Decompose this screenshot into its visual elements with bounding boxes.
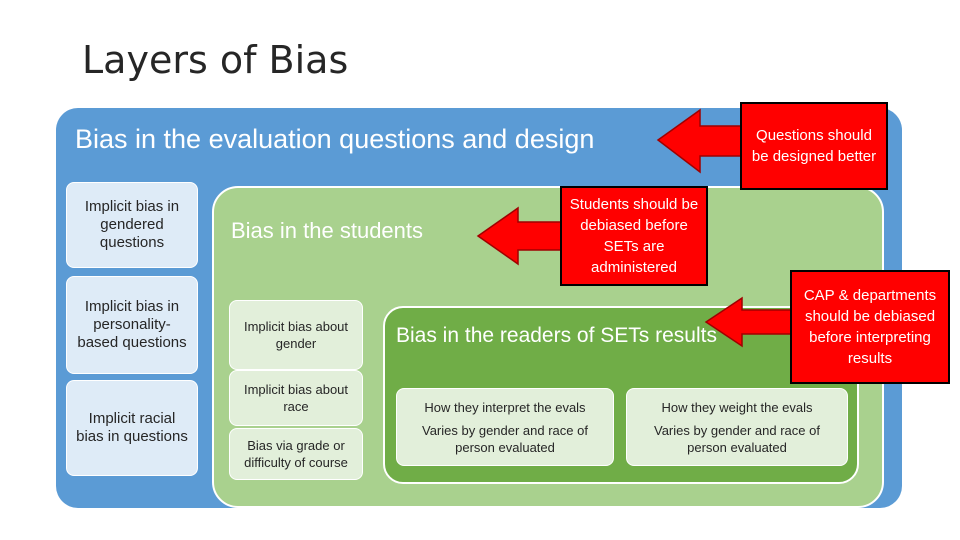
- note-students-debiased: Students should be debiased before SETs …: [560, 186, 708, 286]
- outer-item-gendered-questions: Implicit bias in gendered questions: [66, 182, 198, 268]
- inner-column-interpret: How they interpret the evals Varies by g…: [396, 388, 614, 466]
- middle-item-race: Implicit bias about race: [229, 370, 363, 426]
- page-title: Layers of Bias: [82, 38, 349, 82]
- inner-column-text: Varies by gender and race of person eval…: [654, 423, 820, 455]
- note-readers-debiased: CAP & departments should be debiased bef…: [790, 270, 950, 384]
- inner-column-weight: How they weight the evals Varies by gend…: [626, 388, 848, 466]
- inner-layer-title: Bias in the readers of SETs results: [396, 324, 717, 347]
- inner-column-text: Varies by gender and race of person eval…: [422, 423, 588, 455]
- outer-item-personality-questions: Implicit bias in personality-based quest…: [66, 276, 198, 374]
- note-questions-designed-better: Questions should be designed better: [740, 102, 888, 190]
- middle-item-gender: Implicit bias about gender: [229, 300, 363, 370]
- outer-item-racial-questions: Implicit racial bias in questions: [66, 380, 198, 476]
- middle-item-grade-difficulty: Bias via grade or difficulty of course: [229, 428, 363, 480]
- middle-layer-title: Bias in the students: [231, 218, 424, 243]
- inner-column-heading: How they interpret the evals: [424, 400, 586, 415]
- outer-layer-title: Bias in the evaluation questions and des…: [75, 124, 595, 154]
- inner-column-heading: How they weight the evals: [661, 400, 813, 415]
